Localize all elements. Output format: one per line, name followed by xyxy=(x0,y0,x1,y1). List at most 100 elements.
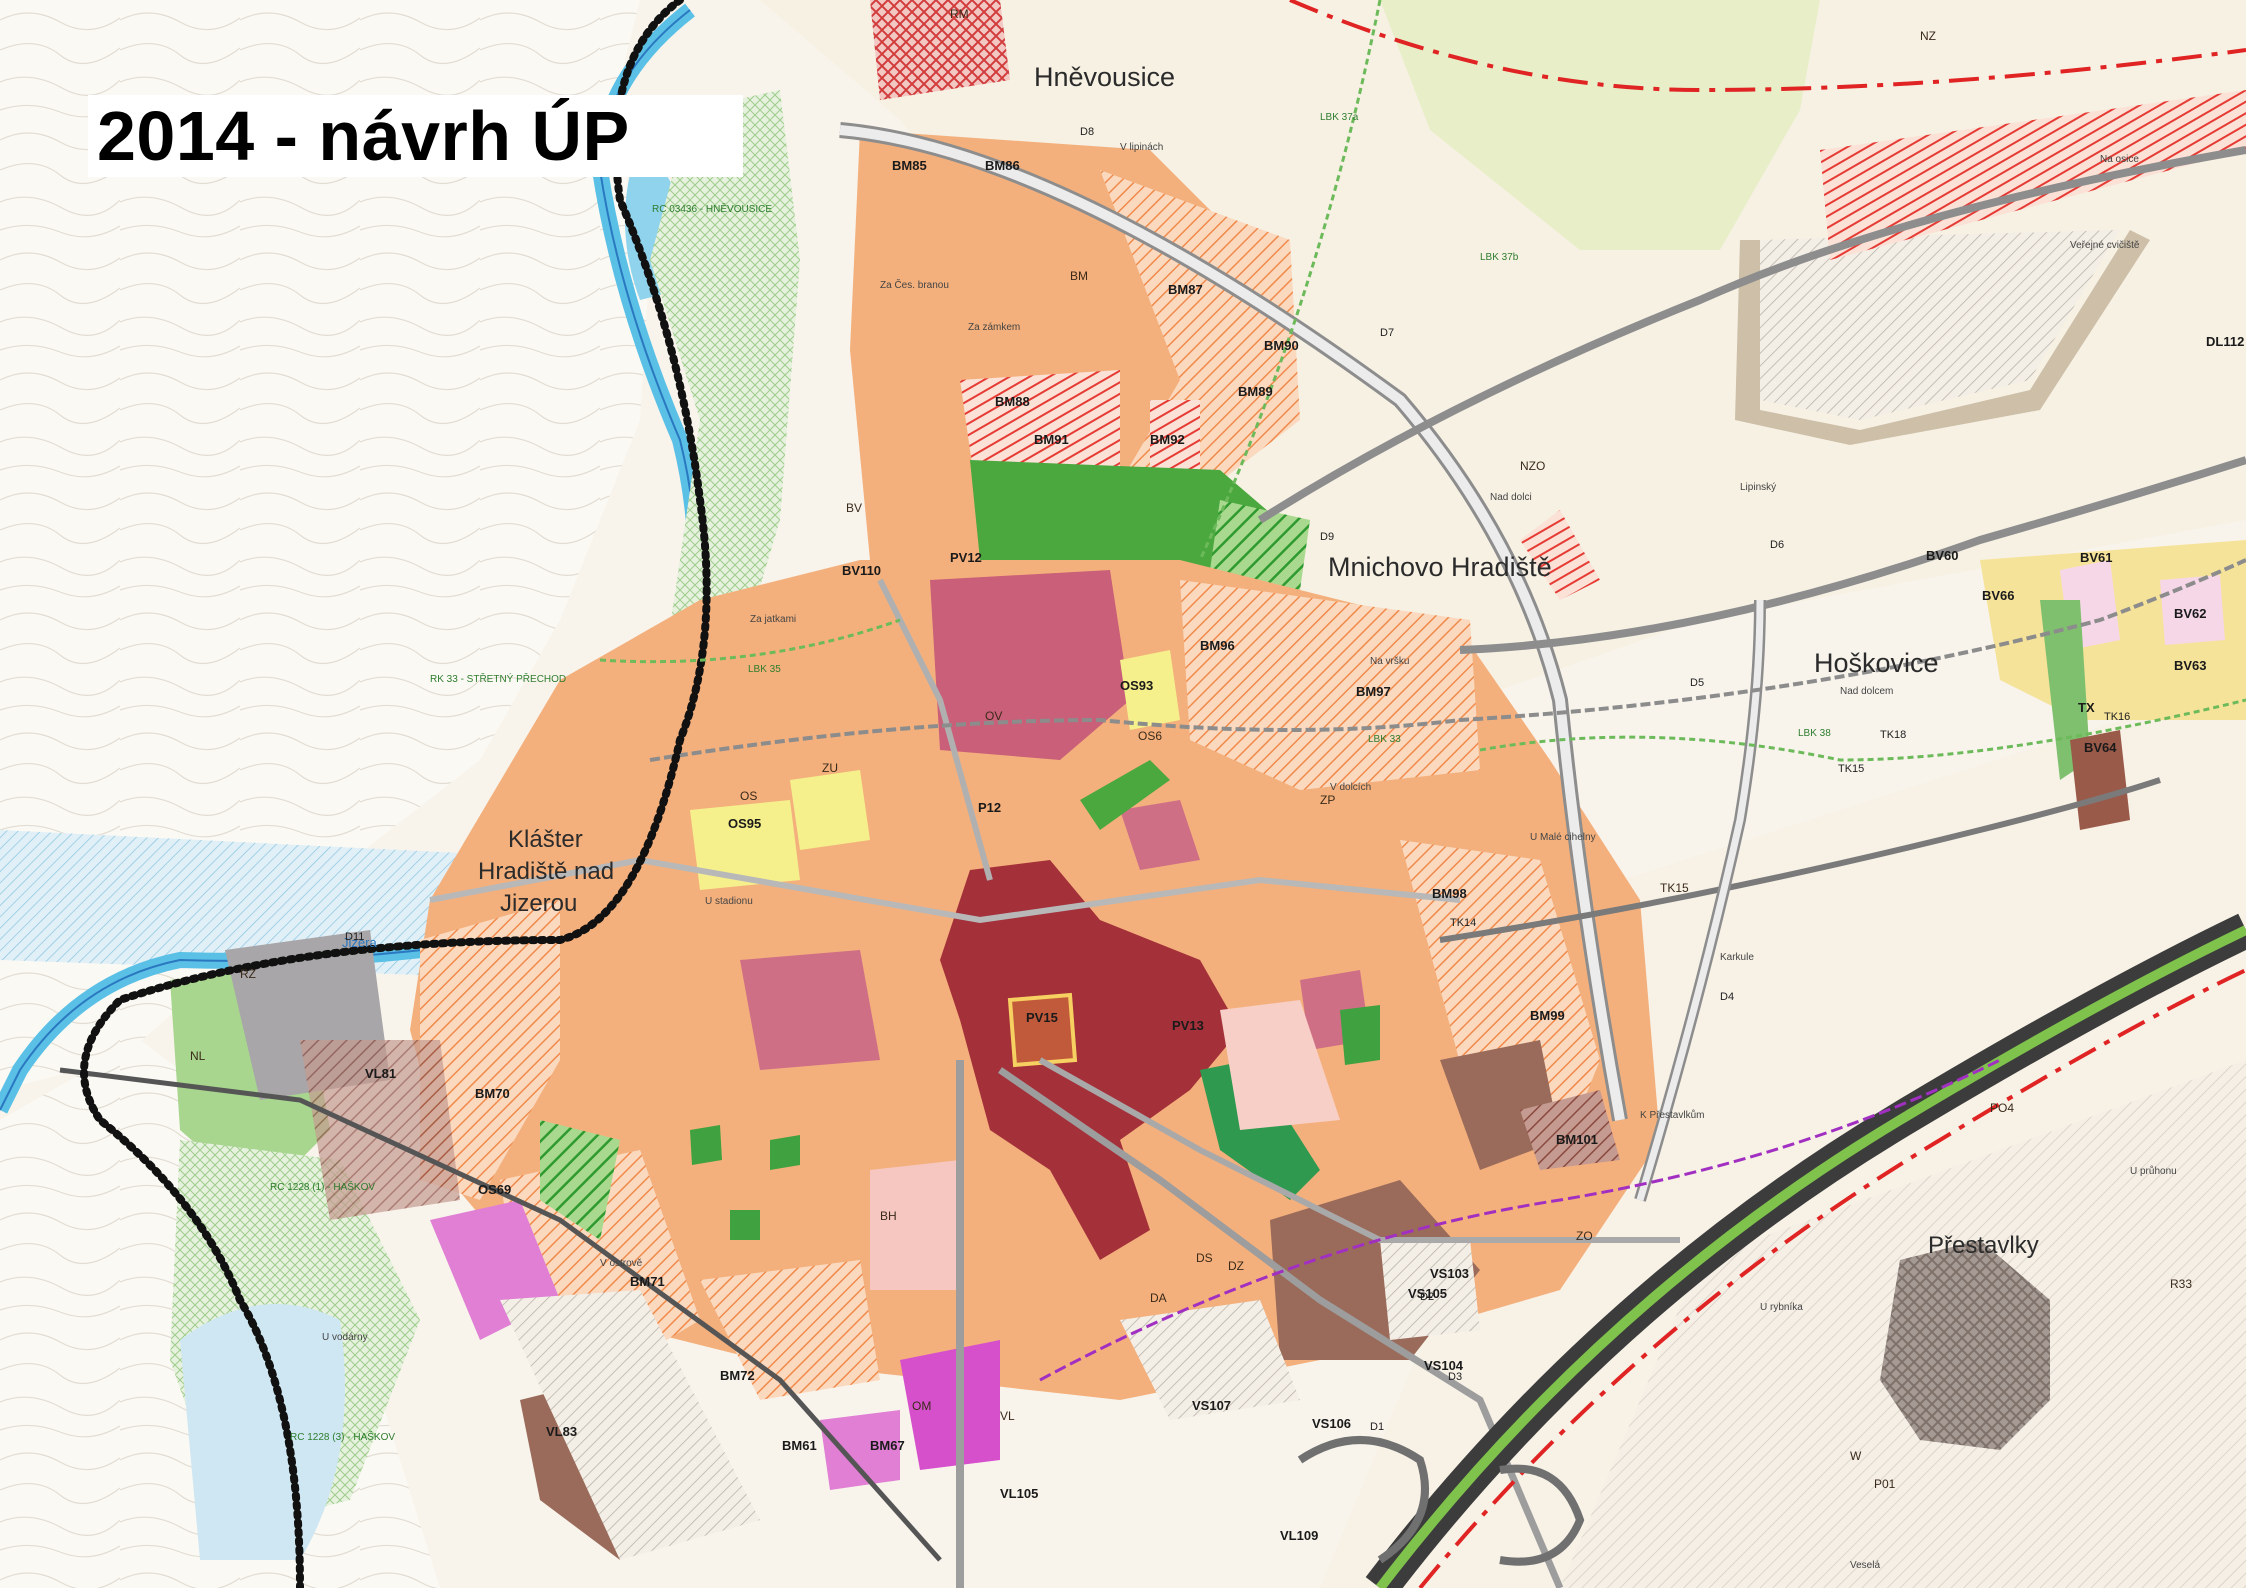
zone-vl83: VL83 xyxy=(546,1424,577,1439)
loc-u-male-cihelny: U Malé cihelny xyxy=(1530,832,1596,843)
bm92-red xyxy=(1150,400,1200,470)
zone-bm97: BM97 xyxy=(1356,684,1391,699)
os93-sport xyxy=(1120,650,1180,730)
zone-vs107: VS107 xyxy=(1192,1398,1231,1413)
zone-ds: DS xyxy=(1196,1251,1213,1265)
green-strip-center xyxy=(1080,760,1170,830)
commerce-south-2 xyxy=(820,1410,900,1490)
zone-vl105: VL105 xyxy=(1000,1486,1038,1501)
boundary-red-north xyxy=(1289,0,2246,93)
zone-r33: R33 xyxy=(2170,1277,2192,1291)
zone-bm90: BM90 xyxy=(1264,338,1299,353)
zone-zu: ZU xyxy=(822,761,838,775)
hills-west xyxy=(0,0,650,1090)
highway-r10-median xyxy=(1376,925,2246,1588)
road-d8: D8 xyxy=(1080,126,1094,138)
loc-za-ces-branou: Za Čes. branou xyxy=(880,278,949,291)
zone-bm89: BM89 xyxy=(1238,384,1273,399)
zone-nz: NZ xyxy=(1920,29,1936,43)
loc-na-vrsku: Na vršku xyxy=(1370,656,1409,667)
zone-vl: VL xyxy=(1000,1409,1015,1423)
historic-core xyxy=(940,860,1240,1260)
zone-tx: TX xyxy=(2078,700,2095,715)
zone-da: DA xyxy=(1150,1291,1167,1305)
lbl-rc-haskov-1: RC 1228 (1) - HAŠKOV xyxy=(270,1180,375,1193)
map-title: 2014 - návrh ÚP xyxy=(97,97,630,175)
square-pv15 xyxy=(1007,992,1078,1068)
zone-bm91: BM91 xyxy=(1034,432,1069,447)
zone-om: OM xyxy=(912,1399,931,1413)
loc-u-vodarny: U vodárny xyxy=(322,1332,368,1343)
zone-zp: ZP xyxy=(1320,793,1335,807)
road-d9: D9 xyxy=(1320,531,1334,543)
lbl-lbk-35: LBK 35 xyxy=(748,664,781,675)
loc-v-lipinach: V lipinách xyxy=(1120,142,1163,153)
green-hatch-north xyxy=(1210,500,1310,590)
highway-junction xyxy=(1297,1436,1585,1566)
vl81-zone xyxy=(300,1040,460,1220)
os95-sport xyxy=(690,800,800,890)
title-background xyxy=(88,95,743,177)
zone-pv13: PV13 xyxy=(1172,1018,1204,1033)
zone-bm101: BM101 xyxy=(1556,1132,1598,1147)
zone-os95: OS95 xyxy=(728,816,761,831)
vl83-zone xyxy=(500,1290,760,1560)
label-mnichovo-hradiste: Mnichovo Hradiště xyxy=(1328,552,1552,582)
rail-line-north xyxy=(649,558,2246,762)
zone-bm92: BM92 xyxy=(1150,432,1185,447)
zone-bm61: BM61 xyxy=(782,1438,817,1453)
label-hoskovice: Hoškovice xyxy=(1814,648,1939,678)
loc-verejne-cviste: Veřejné cvičiště xyxy=(2070,240,2140,251)
road-network xyxy=(59,122,2246,1588)
road-tk18: TK18 xyxy=(1880,729,1906,741)
lbl-lbk-33: LBK 33 xyxy=(1368,734,1401,745)
loc-nad-dolci: Nad dolci xyxy=(1490,492,1532,503)
zone-bm71: BM71 xyxy=(630,1274,665,1289)
zone-pv15: PV15 xyxy=(1026,1010,1058,1025)
bm70-zone xyxy=(420,900,560,1200)
hnevousice-historic xyxy=(870,0,1010,100)
zone-rm: RM xyxy=(950,7,969,21)
zone-vl81: VL81 xyxy=(365,1066,396,1081)
label-hnevousice: Hněvousice xyxy=(1034,62,1175,92)
zone-bv110: BV110 xyxy=(842,563,881,578)
label-river-jizera: Jizera xyxy=(342,935,377,950)
civic-west xyxy=(740,950,880,1070)
green-pocket-2 xyxy=(770,1135,800,1170)
road-d2: D2 xyxy=(1420,1291,1434,1303)
zone-po4: PO4 xyxy=(1990,1101,2014,1115)
industry-hatch-east xyxy=(1520,1090,1620,1170)
zone-bm87: BM87 xyxy=(1168,282,1203,297)
commerce-south xyxy=(900,1340,1000,1470)
bm72-zone xyxy=(700,1260,880,1400)
zone-bm70: BM70 xyxy=(475,1086,510,1101)
civic-small xyxy=(1120,800,1200,870)
zone-bv60: BV60 xyxy=(1926,548,1959,563)
zone-pv12: PV12 xyxy=(950,550,982,565)
zone-dl112: DL112 xyxy=(2206,334,2244,349)
zone-bv66: BV66 xyxy=(1982,588,2015,603)
zone-bv63: BV63 xyxy=(2174,658,2207,673)
rail-line-south xyxy=(1039,1058,2001,1382)
road-d7: D7 xyxy=(1380,327,1394,339)
loc-nad-dolcem: Nad dolcem xyxy=(1840,686,1893,697)
zone-os: OS xyxy=(740,789,757,803)
bv62-zone xyxy=(2160,575,2225,645)
zone-vs106: VS106 xyxy=(1312,1416,1351,1431)
lbl-rc-haskov-2: RC 1228 (3) - HAŠKOV xyxy=(290,1430,395,1443)
zone-bv: BV xyxy=(846,501,862,515)
green-park-north xyxy=(970,460,1290,570)
loc-u-stadionu: U stadionu xyxy=(705,896,753,907)
highway-reserve-line xyxy=(1418,968,2246,1588)
zone-os69: OS69 xyxy=(478,1182,511,1197)
zone-bm85: BM85 xyxy=(892,158,927,173)
municipal-boundary xyxy=(80,0,711,1588)
zone-bv64: BV64 xyxy=(2084,740,2117,755)
label-klaster-3: Jizerou xyxy=(500,890,577,917)
zone-w: W xyxy=(1850,1449,1862,1463)
vs105-zone xyxy=(1380,1240,1480,1340)
zone-vs103: VS103 xyxy=(1430,1266,1469,1281)
prestavlky-village xyxy=(1880,1240,2050,1450)
green-pocket-1 xyxy=(690,1125,722,1165)
red-hatch-d7 xyxy=(1520,510,1600,600)
